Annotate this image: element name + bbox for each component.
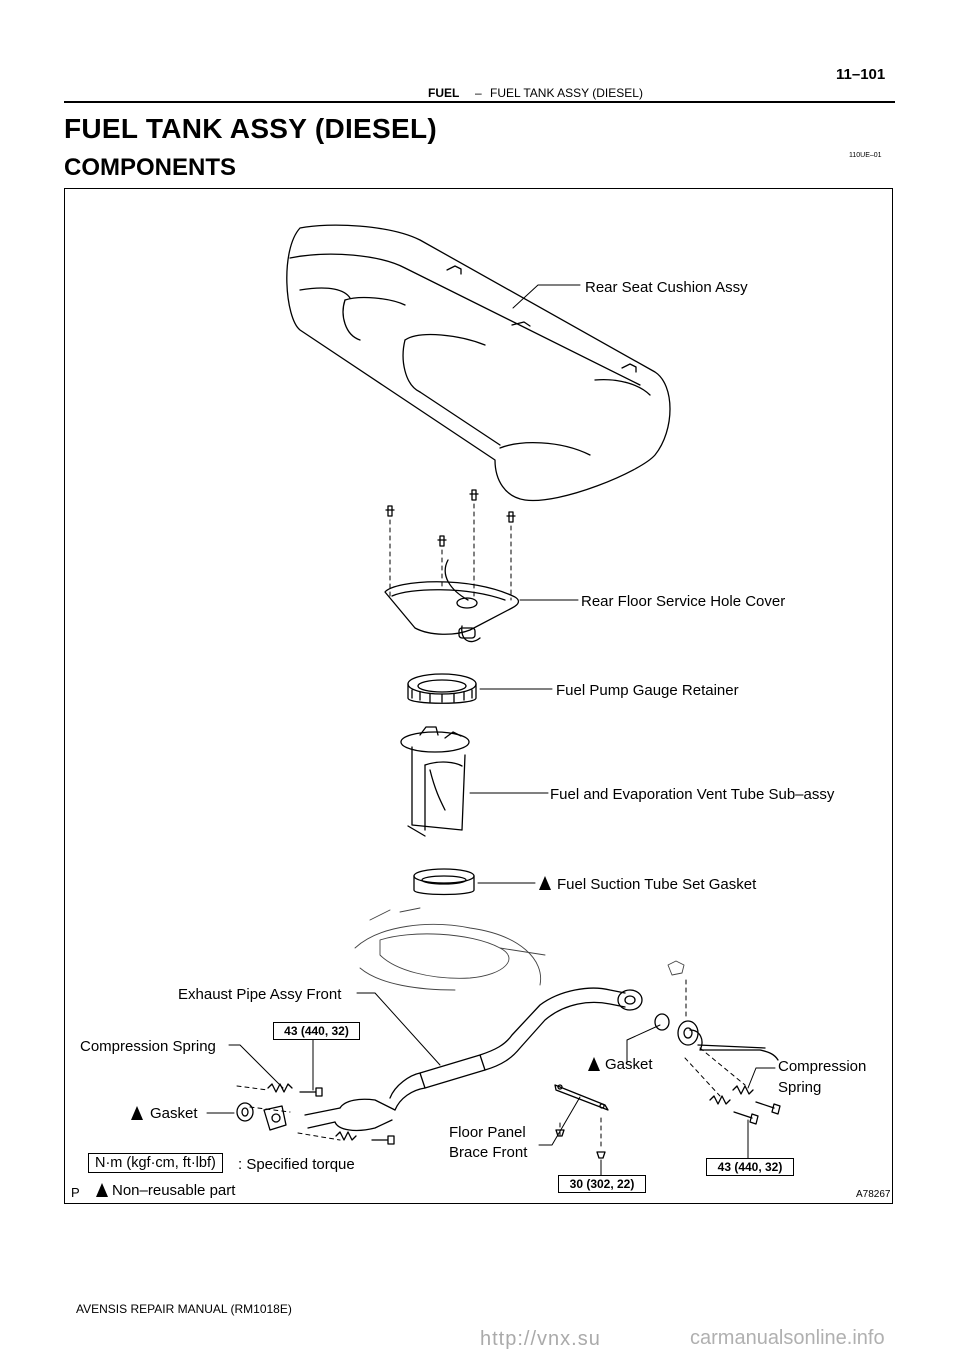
exhaust-pipe-drawing — [304, 987, 779, 1132]
label-compression-spring-right-line2: Spring — [778, 1079, 822, 1096]
vent-tube-assy-drawing — [400, 726, 470, 837]
label-floor-brace-line1: Floor Panel — [449, 1124, 526, 1141]
label-gasket-left: Gasket — [150, 1105, 198, 1122]
figure-corner-letter: P — [71, 1185, 80, 1200]
floor-panel-drawing — [354, 907, 685, 991]
label-rear-seat-cushion: Rear Seat Cushion Assy — [585, 279, 748, 296]
left-joint-parts-drawing — [236, 1083, 395, 1145]
label-compression-spring-left: Compression Spring — [80, 1038, 216, 1055]
cover-bolts-drawing — [385, 489, 516, 547]
legend-nonreusable-text: Non–reusable part — [112, 1182, 236, 1199]
nonreusable-marker-gasket-left — [131, 1106, 143, 1120]
header-title: FUEL TANK ASSY (DIESEL) — [490, 86, 643, 100]
nonreusable-marker-legend — [96, 1183, 108, 1197]
torque-spec-left: 43 (440, 32) — [273, 1022, 360, 1040]
label-exhaust-pipe: Exhaust Pipe Assy Front — [178, 986, 342, 1003]
suction-gasket-drawing — [413, 868, 475, 896]
label-suction-gasket: Fuel Suction Tube Set Gasket — [557, 876, 757, 893]
leader-lines — [206, 284, 776, 1177]
header-section: FUEL — [428, 86, 460, 100]
right-joint-parts-drawing — [709, 1085, 781, 1125]
label-gasket-mid: Gasket — [605, 1056, 653, 1073]
floor-brace-drawing — [554, 1084, 609, 1159]
rear-seat-cushion-drawing — [286, 224, 671, 502]
label-service-hole-cover: Rear Floor Service Hole Cover — [581, 593, 786, 610]
document-title: FUEL TANK ASSY (DIESEL) — [64, 113, 438, 144]
service-hole-cover-drawing — [384, 559, 520, 643]
header-rule — [64, 101, 895, 103]
page-number: 11–101 — [836, 66, 886, 83]
legend-torque-unit-text: : Specified torque — [238, 1156, 355, 1173]
pump-retainer-drawing — [407, 673, 477, 704]
footer-manual-title: AVENSIS REPAIR MANUAL (RM1018E) — [76, 1302, 292, 1316]
watermark-url[interactable]: http://vnx.su — [480, 1328, 601, 1350]
assembly-dash-lines — [236, 503, 746, 1151]
label-vent-tube: Fuel and Evaporation Vent Tube Sub–assy — [550, 786, 835, 803]
nonreusable-marker-gasket-mid — [588, 1057, 600, 1071]
label-floor-brace-line2: Brace Front — [449, 1144, 528, 1161]
figure-code: A78267 — [856, 1189, 891, 1200]
nonreusable-marker-suction — [539, 876, 551, 890]
section-title: COMPONENTS — [64, 154, 237, 181]
nonreusable-markers — [96, 876, 600, 1197]
torque-spec-right: 43 (440, 32) — [706, 1158, 794, 1176]
legend-torque-unit-box: N·m (kgf·cm, ft·lbf) — [88, 1153, 223, 1173]
label-pump-gauge-retainer: Fuel Pump Gauge Retainer — [556, 682, 739, 699]
document-code: 110UE–01 — [849, 152, 882, 159]
figure-frame — [64, 188, 893, 1204]
torque-spec-center: 30 (302, 22) — [558, 1175, 646, 1193]
watermark-site: carmanualsonline.info — [690, 1327, 885, 1349]
label-compression-spring-right-line1: Compression — [778, 1058, 867, 1075]
header-separator: – — [475, 86, 482, 100]
